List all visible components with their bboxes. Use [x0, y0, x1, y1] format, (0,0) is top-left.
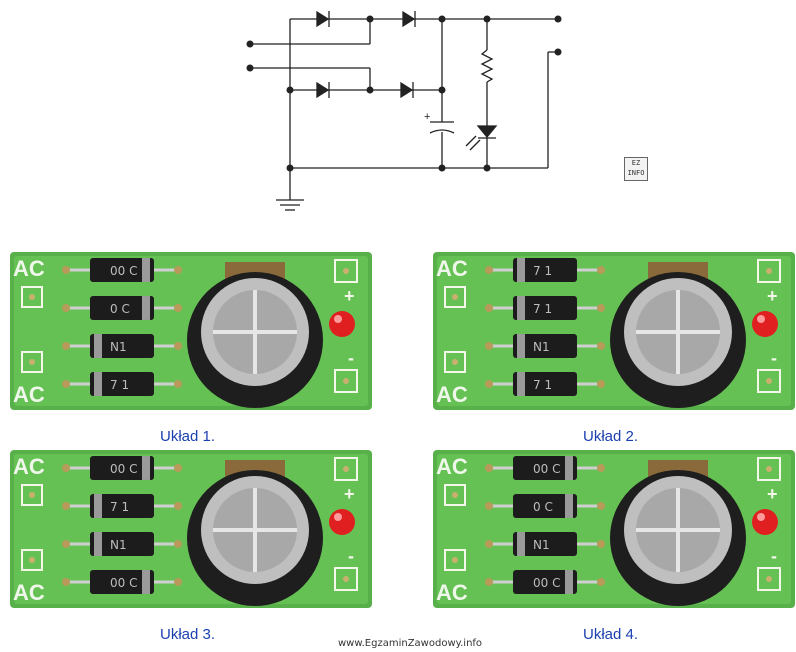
ac-label-top: AC — [13, 454, 45, 479]
diode — [90, 258, 154, 282]
minus-label: - — [771, 348, 777, 368]
diode — [90, 532, 154, 556]
board-uklad-3: AC AC 00 C 7 1 N1 00 C + - — [10, 450, 375, 610]
plus-label: + — [344, 484, 355, 504]
board-photo: AC AC 00 C 0 C N1 00 C + - — [433, 450, 795, 608]
ac-label-bottom: AC — [13, 382, 45, 407]
board-uklad-1: AC AC 00 C 0 C N1 7 1 + - — [10, 252, 375, 412]
caption-uklad-3: Układ 3. — [160, 626, 216, 643]
plus-label: + — [767, 484, 778, 504]
diode-marking: 00 C — [110, 462, 137, 476]
diode — [513, 296, 577, 320]
diode — [513, 372, 577, 396]
board-uklad-4: AC AC 00 C 0 C N1 00 C + - — [433, 450, 796, 610]
diode-marking: N1 — [533, 538, 550, 552]
board-photo: AC AC 00 C 7 1 N1 00 C + - — [10, 450, 372, 608]
diode — [90, 372, 154, 396]
capacitor-plus-mark: + — [424, 111, 430, 123]
led — [752, 311, 778, 337]
plus-label: + — [344, 286, 355, 306]
diode — [513, 258, 577, 282]
footer-url: www.EgzaminZawodowy.info — [338, 638, 483, 649]
diode-marking: 7 1 — [110, 500, 129, 514]
diode-marking: 00 C — [110, 264, 137, 278]
diode-marking: 00 C — [110, 576, 137, 590]
diode-marking: 00 C — [533, 462, 560, 476]
led — [329, 509, 355, 535]
rectifier-schematic: + — [246, 10, 562, 211]
diode — [90, 334, 154, 358]
plus-label: + — [767, 286, 778, 306]
diode-marking: 7 1 — [533, 302, 552, 316]
diode — [90, 296, 154, 320]
diode-marking: 7 1 — [533, 378, 552, 392]
diode — [90, 570, 154, 594]
diode-marking: 0 C — [533, 500, 553, 514]
ac-label-bottom: AC — [436, 580, 468, 605]
diode — [513, 532, 577, 556]
caption-uklad-1: Układ 1. — [160, 428, 216, 445]
diode — [513, 494, 577, 518]
diode — [513, 456, 577, 480]
diode-marking: 00 C — [533, 576, 560, 590]
diode-marking: 7 1 — [533, 264, 552, 278]
diode — [90, 494, 154, 518]
diode-marking: N1 — [110, 538, 127, 552]
ac-label-top: AC — [436, 454, 468, 479]
ac-label-top: AC — [13, 256, 45, 281]
ez-info-badge: EZ INFO — [624, 157, 648, 181]
minus-label: - — [771, 546, 777, 566]
diode-marking: N1 — [533, 340, 550, 354]
diode — [90, 456, 154, 480]
minus-label: - — [348, 348, 354, 368]
diode-marking: N1 — [110, 340, 127, 354]
diode-marking: 0 C — [110, 302, 130, 316]
ac-label-top: AC — [436, 256, 468, 281]
led — [752, 509, 778, 535]
diode-marking: 7 1 — [110, 378, 129, 392]
caption-uklad-4: Układ 4. — [583, 626, 639, 643]
board-photo: AC AC 7 1 7 1 N1 7 1 + - — [433, 252, 795, 410]
diode — [513, 334, 577, 358]
led — [329, 311, 355, 337]
diode — [513, 570, 577, 594]
board-photo: AC AC 00 C 0 C N1 7 1 + - — [10, 252, 372, 410]
ac-label-bottom: AC — [13, 580, 45, 605]
board-uklad-2: AC AC 7 1 7 1 N1 7 1 + - — [433, 252, 796, 412]
ac-label-bottom: AC — [436, 382, 468, 407]
minus-label: - — [348, 546, 354, 566]
caption-uklad-2: Układ 2. — [583, 428, 639, 445]
